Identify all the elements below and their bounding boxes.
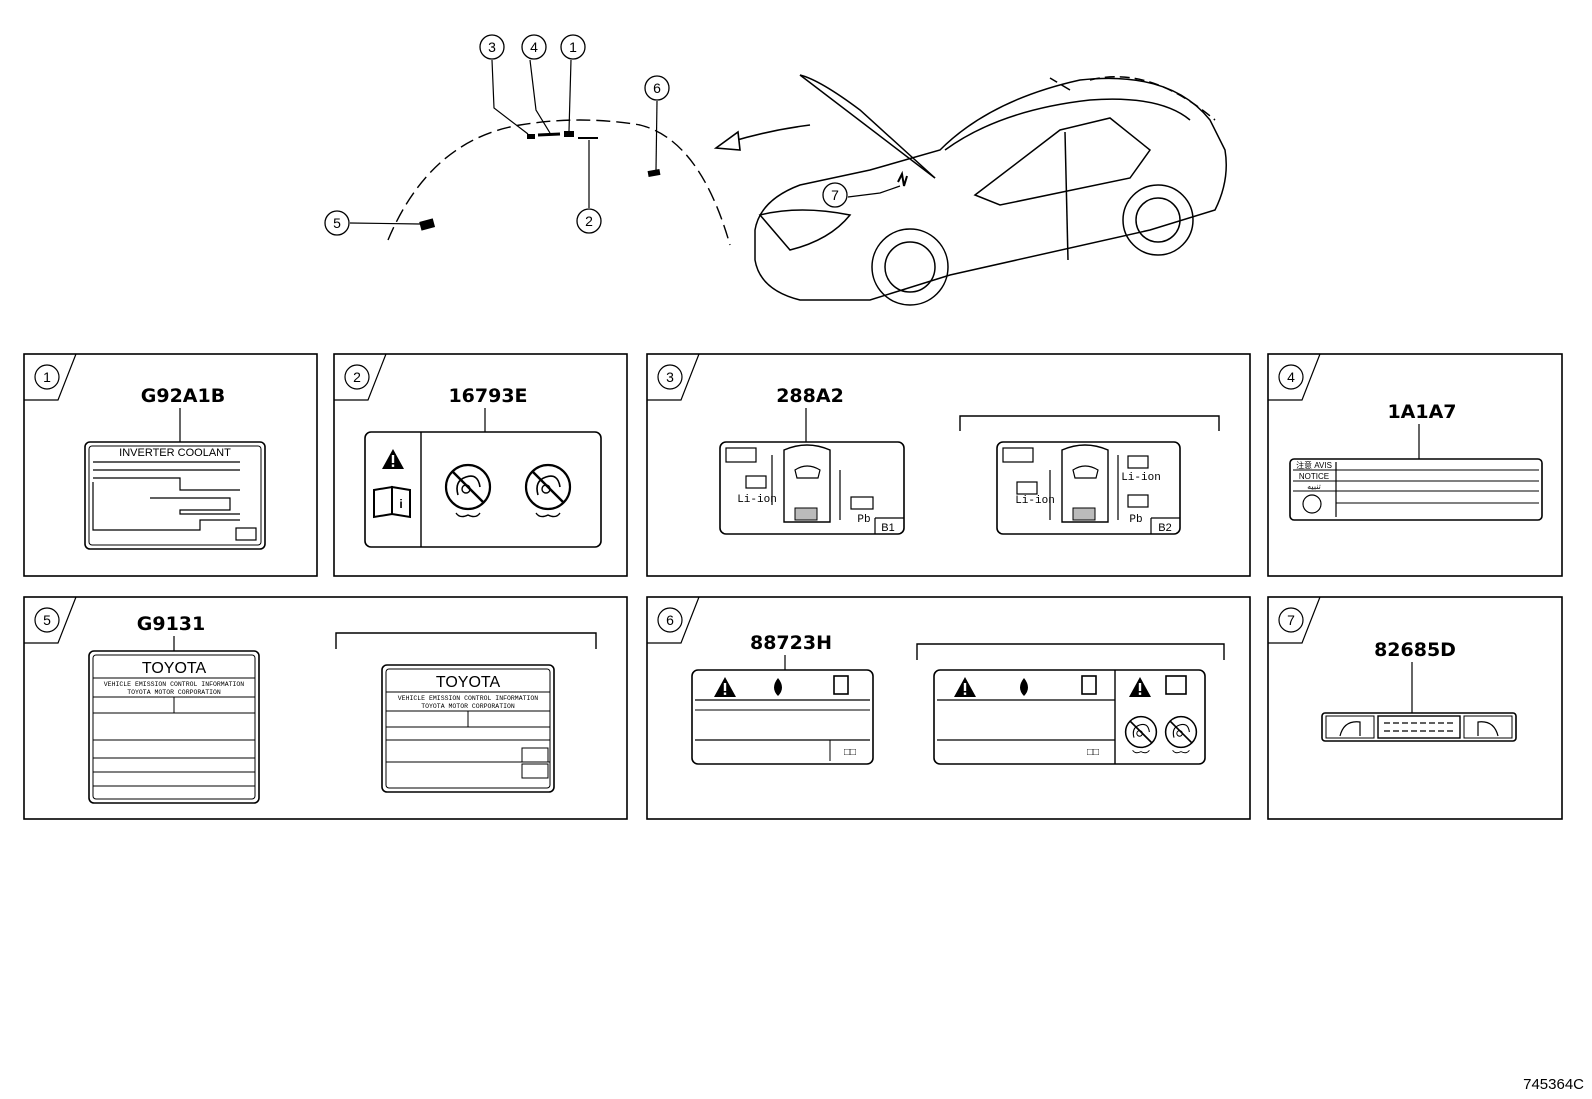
person-icon-6b (1081, 675, 1097, 695)
b1-code: B1 (881, 522, 894, 534)
b2-liion-text: Li-ion (1015, 495, 1055, 507)
person-icon-6a (833, 675, 849, 695)
direction-arrow (729, 124, 811, 143)
svg-text:2: 2 (585, 213, 593, 229)
b2-code: B2 (1158, 522, 1171, 534)
panel-6-index: 6 (666, 612, 674, 628)
overview-illustration: 3 4 1 6 2 5 7 (324, 34, 1227, 306)
callout-5: 5 (324, 210, 350, 236)
emission-label-line1-b: VEHICLE EMISSION CONTROL INFORMATION (398, 695, 539, 702)
panel-3: 3 288A2 Li-ion Pb B1 Li-ion Li-ion Pb B2 (646, 353, 1251, 577)
notice-row-1: 注意 AVIS (1296, 460, 1332, 470)
callout-3: 3 (479, 34, 505, 60)
notice-row-2: NOTICE (1299, 472, 1329, 481)
manual-icon-6 (1165, 675, 1187, 695)
panel-6-part-number: 88723H (750, 632, 832, 654)
b2-pb-text: Pb (1129, 514, 1142, 526)
panel-3-part-number: 288A2 (776, 385, 844, 407)
callout-2: 2 (576, 208, 602, 234)
callout-1: 1 (560, 34, 586, 60)
svg-text:4: 4 (530, 39, 538, 55)
emission-label-line2-a: TOYOTA MOTOR CORPORATION (127, 689, 221, 696)
panel-4-index: 4 (1287, 369, 1295, 385)
panel-3-index: 3 (666, 369, 674, 385)
panel-7-index: 7 (1287, 612, 1295, 628)
svg-text:i: i (399, 497, 402, 511)
panel-2-part-number: 16793E (448, 385, 527, 407)
panel-5-part-number: G9131 (137, 613, 205, 635)
manual-icon: i (373, 485, 411, 519)
flame-icon-6b (1020, 678, 1028, 696)
roof-outline (387, 119, 731, 246)
callout-7: 7 (822, 182, 848, 208)
panel-1: 1 G92A1B INVERTER COOLANT (23, 353, 318, 577)
callout-4: 4 (521, 34, 547, 60)
panel-1-index: 1 (43, 369, 51, 385)
callout-6: 6 (644, 75, 670, 101)
panel-5-index: 5 (43, 612, 51, 628)
panel-4-part-number: 1A1A7 (1387, 401, 1456, 423)
svg-text:□□: □□ (844, 748, 856, 759)
panel-5: 5 G9131 TOYOTA VEHICLE EMISSION CONTROL … (23, 596, 628, 820)
recycle-icon (1302, 494, 1322, 514)
notice-row-3: تنبيه (1307, 482, 1321, 491)
panel-7-part-number: 82685D (1374, 639, 1456, 661)
emission-label-line2-b: TOYOTA MOTOR CORPORATION (421, 703, 515, 710)
svg-text:1: 1 (569, 39, 577, 55)
emission-label-brand-b: TOYOTA (436, 674, 501, 691)
svg-text:5: 5 (333, 215, 341, 231)
panel-2: 2 16793E i (333, 353, 628, 577)
b1-pb-text: Pb (857, 514, 870, 526)
flame-icon-6a (774, 678, 782, 696)
diagram-number: 745364C (1523, 1076, 1584, 1093)
vehicle-drawing (754, 74, 1227, 306)
panel-2-index: 2 (353, 369, 361, 385)
emission-label-line1-a: VEHICLE EMISSION CONTROL INFORMATION (104, 681, 245, 688)
svg-text:□□: □□ (1087, 748, 1099, 759)
panel-4: 4 1A1A7 注意 AVIS NOTICE تنبيه (1267, 353, 1563, 577)
b2-liion-text-2: Li-ion (1121, 472, 1161, 484)
panel-1-part-number: G92A1B (141, 385, 225, 407)
panel-6: 6 88723H □□ □□ (646, 596, 1251, 820)
emission-label-brand-a: TOYOTA (142, 660, 207, 677)
b1-liion-text: Li-ion (737, 494, 777, 506)
svg-text:3: 3 (488, 39, 496, 55)
svg-text:7: 7 (831, 187, 839, 203)
svg-text:6: 6 (653, 80, 661, 96)
panel-7: 7 82685D (1267, 596, 1563, 820)
panel-1-label-title: INVERTER COOLANT (119, 447, 231, 459)
